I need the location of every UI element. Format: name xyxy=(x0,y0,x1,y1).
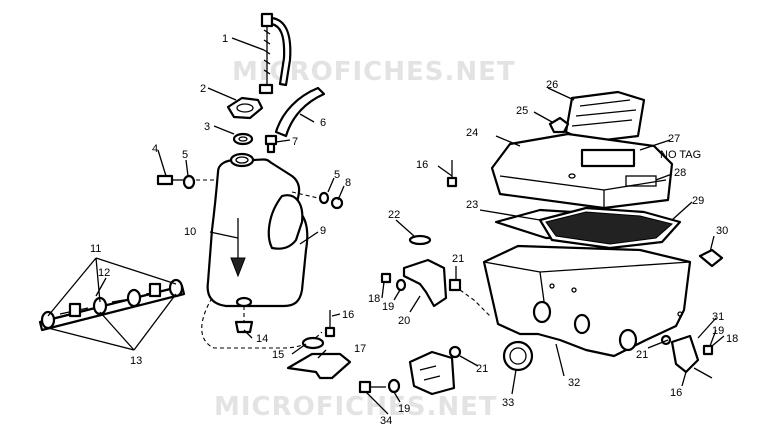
callout-21-top: 21 xyxy=(452,253,464,265)
cap-gasket xyxy=(232,132,254,146)
callout-26: 26 xyxy=(546,79,558,91)
watermark-bottom: MICROFICHES.NET xyxy=(214,392,498,422)
callout-25: 25 xyxy=(516,105,528,117)
callout-34: 34 xyxy=(380,415,392,427)
vent-hose xyxy=(274,86,326,138)
callout-22: 22 xyxy=(388,209,400,221)
watermark-top: MICROFICHES.NET xyxy=(232,57,516,87)
fuel-tank xyxy=(206,152,309,308)
airbox-bracket xyxy=(402,258,448,308)
callout-18-left: 18 xyxy=(368,293,380,305)
callout-1: 1 xyxy=(222,33,228,45)
airbox-cover xyxy=(490,132,674,210)
callout-32: 32 xyxy=(568,377,580,389)
callout-29: 29 xyxy=(692,195,704,207)
callout-4: 4 xyxy=(152,143,158,155)
fuel-fitting xyxy=(234,306,254,334)
callout-13: 13 xyxy=(130,355,142,367)
airbox-washer xyxy=(408,234,432,246)
callout-14: 14 xyxy=(256,333,268,345)
callout-16-top: 16 xyxy=(416,159,428,171)
grommet-left xyxy=(182,174,196,190)
callout-5-left: 5 xyxy=(182,149,188,161)
callout-5-right: 5 xyxy=(334,169,340,181)
callout-17: 17 xyxy=(354,343,366,355)
callout-12: 12 xyxy=(98,267,110,279)
leader-lines xyxy=(47,37,725,415)
bracket-bolt-left xyxy=(380,272,407,292)
callout-3: 3 xyxy=(204,121,210,133)
callout-31: 31 xyxy=(712,311,724,323)
airbox-screw-top xyxy=(446,160,458,188)
callout-19-bottom: 19 xyxy=(398,403,410,415)
rear-mount-assembly xyxy=(358,345,462,396)
airbox-filter xyxy=(538,206,682,250)
no-tag-label: NO TAG xyxy=(660,149,701,161)
callout-2: 2 xyxy=(200,83,206,95)
callout-16-bracket: 16 xyxy=(342,309,354,321)
callout-24: 24 xyxy=(466,127,478,139)
mount-screw xyxy=(324,310,336,338)
callout-16-right: 16 xyxy=(670,387,682,399)
fuel-line-assembly xyxy=(38,278,186,332)
callout-11: 11 xyxy=(90,243,101,255)
callout-33: 33 xyxy=(502,397,514,409)
mount-washer xyxy=(301,336,325,350)
callout-21-right: 21 xyxy=(636,349,648,361)
air-filter-element xyxy=(564,90,646,144)
callout-15: 15 xyxy=(272,349,284,361)
airbox-body xyxy=(482,244,692,358)
callout-8: 8 xyxy=(345,177,351,189)
callout-19-left: 19 xyxy=(382,301,394,313)
tank-mount-hardware-right xyxy=(291,191,344,210)
tank-cap xyxy=(226,96,264,120)
callout-28: 28 xyxy=(674,167,686,179)
callout-20: 20 xyxy=(398,315,410,327)
callout-23: 23 xyxy=(466,199,478,211)
tank-bracket xyxy=(286,352,352,380)
intake-boot xyxy=(502,340,534,372)
vent-fitting xyxy=(264,134,278,154)
callout-10: 10 xyxy=(184,226,196,238)
callout-19-right: 19 xyxy=(712,325,724,337)
callout-21-bottom: 21 xyxy=(476,363,488,375)
callout-9: 9 xyxy=(320,225,326,237)
airbox-fitting xyxy=(548,116,570,134)
airbox-drain-plug xyxy=(698,248,724,268)
callout-6: 6 xyxy=(320,117,326,129)
callout-18-right: 18 xyxy=(726,333,738,345)
callout-7: 7 xyxy=(292,136,298,148)
callout-30: 30 xyxy=(716,225,728,237)
tank-mount-bolt-left xyxy=(156,174,184,186)
fuel-gauge-sender xyxy=(258,12,292,95)
callout-27: 27 xyxy=(668,133,680,145)
right-mount-bracket xyxy=(660,334,714,379)
bracket-fitting xyxy=(448,278,462,292)
